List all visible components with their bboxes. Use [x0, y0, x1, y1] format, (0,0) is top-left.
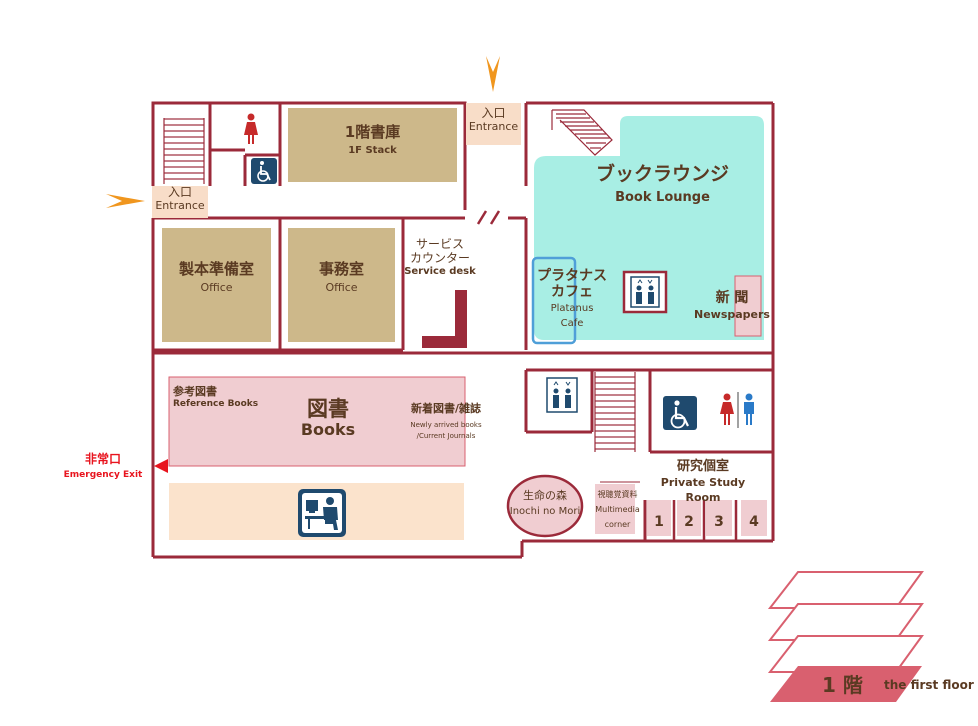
book-lounge-area — [534, 116, 764, 340]
multimedia-label: 視聴覚資料 Multimedia corner — [595, 490, 640, 530]
woman-icon — [244, 113, 258, 144]
book-lounge-label: ブックラウンジ Book Lounge — [595, 163, 729, 205]
stack-room — [288, 108, 457, 182]
service-desk-label: サービス カウンター Service desk — [404, 237, 476, 277]
study-room-1[interactable]: 1 — [654, 514, 664, 530]
office-room — [288, 228, 395, 342]
stairs-top-right — [551, 109, 613, 156]
emergency-exit-label: 非常口 Emergency Exit — [63, 452, 143, 480]
stairs-top-left — [164, 118, 204, 184]
wheelchair-icon — [251, 158, 277, 184]
floor-number: 1 階 — [822, 673, 863, 697]
floor-current — [770, 666, 922, 702]
floor-stack-diagram — [767, 571, 924, 673]
emergency-exit-arrow — [154, 459, 168, 473]
private-study-label: 研究個室 Private Study Room — [660, 459, 746, 504]
inochi-area — [506, 474, 584, 538]
floor-label: the first floor — [884, 678, 974, 692]
private-study-rooms — [647, 500, 767, 536]
books-label: 図書 Books — [300, 397, 356, 440]
elevator-icon — [622, 270, 668, 314]
entrance-top-pad — [466, 103, 521, 145]
restroom-icon — [720, 392, 754, 428]
entrance-arrow-left — [106, 194, 145, 208]
entrance-left-pad — [152, 186, 208, 218]
entrance-arrow-top — [486, 56, 500, 92]
service-counter — [422, 290, 467, 348]
newly-arrived-label: 新着図書/雑誌 Newly arrived books /Current Jou… — [410, 402, 482, 440]
reference-books-label: 参考図書 Reference Books — [173, 385, 259, 409]
entrance-left-label[interactable]: 入口 Entrance — [155, 185, 205, 212]
study-room-4[interactable]: 4 — [749, 514, 759, 530]
cafe-label: プラタナス カフェ Platanus Cafe — [537, 268, 607, 329]
stairs-middle — [595, 372, 635, 452]
stack-room-label: 1階書庫 1F Stack — [344, 123, 401, 157]
multimedia-area — [595, 484, 635, 534]
newspaper-rack — [734, 275, 762, 337]
binding-room-label: 製本準備室 Office — [178, 260, 254, 295]
walls — [151, 101, 775, 559]
wheelchair-icon — [663, 396, 697, 430]
door-marks — [476, 210, 501, 225]
entrance-top-label[interactable]: 入口 Entrance — [468, 106, 519, 133]
office-room-label: 事務室 Office — [318, 260, 364, 295]
cafe-area — [531, 256, 577, 345]
inochi-label: 生命の森 Inochi no Mori — [509, 489, 581, 517]
study-room-2[interactable]: 2 — [684, 514, 694, 530]
binding-room — [162, 228, 271, 342]
newspapers-label: 新 聞 Newspapers — [694, 290, 770, 322]
study-room-3[interactable]: 3 — [714, 514, 724, 530]
elevator-icon — [546, 377, 578, 413]
pc-user-icon — [298, 489, 346, 537]
books-area — [168, 376, 466, 467]
